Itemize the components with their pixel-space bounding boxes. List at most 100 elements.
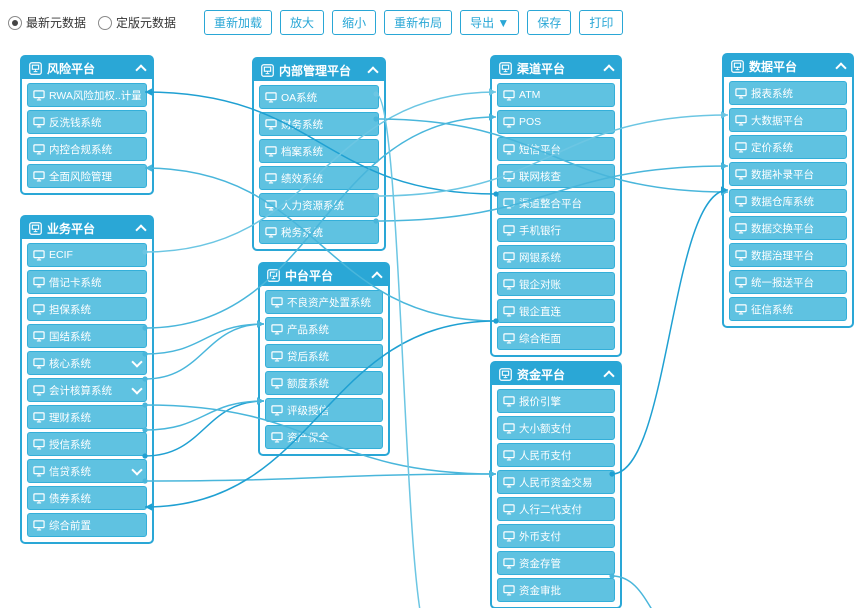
platform-panel: 风险平台 RWA风险加权..计量系统反洗钱系统内控合规系统全面风险管理 <box>20 55 154 195</box>
system-node[interactable]: 授信系统 <box>27 432 147 456</box>
system-node[interactable]: 联网核查 <box>497 164 615 188</box>
panel-header[interactable]: 风险平台 <box>22 57 152 79</box>
system-label: 内控合规系统 <box>49 143 112 156</box>
toolbar-button[interactable]: 重新加载 <box>204 10 273 35</box>
system-node[interactable]: 大小额支付 <box>497 416 615 440</box>
monitor-icon <box>503 332 515 344</box>
system-node[interactable]: 数据交换平台 <box>729 216 847 240</box>
toolbar-button[interactable]: 打印 <box>579 10 624 35</box>
panel-header[interactable]: 渠道平台 <box>492 57 620 79</box>
system-node[interactable]: 财务系统 <box>259 112 379 136</box>
system-node[interactable]: 大数据平台 <box>729 108 847 132</box>
system-node[interactable]: 不良资产处置系统 <box>265 290 383 314</box>
monitor-icon <box>503 170 515 182</box>
system-node[interactable]: 人力资源系统 <box>259 193 379 217</box>
radio-label: 最新元数据 <box>26 16 87 30</box>
chevron-up-icon[interactable] <box>835 61 847 74</box>
system-list: OA系统财务系统档案系统绩效系统人力资源系统税务系统 <box>254 81 384 249</box>
system-node[interactable]: 信贷系统 <box>27 459 147 483</box>
chevron-up-icon[interactable] <box>135 63 147 76</box>
toolbar-button[interactable]: 保存 <box>527 10 572 35</box>
toolbar-button[interactable]: 重新布局 <box>384 10 453 35</box>
radio-option[interactable]: 最新元数据 <box>8 14 86 31</box>
toolbar-button[interactable]: 缩小 <box>332 10 377 35</box>
system-node[interactable]: 征信系统 <box>729 297 847 321</box>
connection-line <box>611 575 652 608</box>
system-label: 人行二代支付 <box>519 503 582 516</box>
system-node[interactable]: 会计核算系统 <box>27 378 147 402</box>
system-node[interactable]: 评级授信 <box>265 398 383 422</box>
chevron-up-icon[interactable] <box>603 63 615 76</box>
system-node[interactable]: 综合柜面 <box>497 326 615 350</box>
toolbar-button[interactable]: 导出 ▼ <box>460 10 520 35</box>
monitor-icon <box>503 395 515 407</box>
system-node[interactable]: 银企对账 <box>497 272 615 296</box>
chevron-up-icon[interactable] <box>135 223 147 236</box>
system-node[interactable]: 渠道整合平台 <box>497 191 615 215</box>
system-node[interactable]: 人行二代支付 <box>497 497 615 521</box>
system-node[interactable]: 综合前置 <box>27 513 147 537</box>
system-node[interactable]: 全面风险管理 <box>27 164 147 188</box>
panel-header[interactable]: 内部管理平台 <box>254 59 384 81</box>
toolbar-button[interactable]: 放大 <box>280 10 325 35</box>
system-node[interactable]: 资金存管 <box>497 551 615 575</box>
system-node[interactable]: 反洗钱系统 <box>27 110 147 134</box>
system-node[interactable]: 理财系统 <box>27 405 147 429</box>
system-node[interactable]: 人民币支付 <box>497 443 615 467</box>
system-node[interactable]: 短信平台 <box>497 137 615 161</box>
system-node[interactable]: 档案系统 <box>259 139 379 163</box>
chevron-up-icon[interactable] <box>371 270 383 283</box>
system-node[interactable]: 报价引擎 <box>497 389 615 413</box>
chevron-up-icon[interactable] <box>603 369 615 382</box>
system-node[interactable]: 数据治理平台 <box>729 243 847 267</box>
system-node[interactable]: 外币支付 <box>497 524 615 548</box>
system-node[interactable]: 税务系统 <box>259 220 379 244</box>
system-label: 理财系统 <box>49 411 91 424</box>
monitor-icon <box>735 114 747 126</box>
system-node[interactable]: 数据仓库系统 <box>729 189 847 213</box>
system-label: 渠道整合平台 <box>519 197 582 210</box>
system-node[interactable]: ATM <box>497 83 615 107</box>
panel-header[interactable]: 中台平台 <box>260 264 388 286</box>
monitor-icon <box>503 278 515 290</box>
system-node[interactable]: 额度系统 <box>265 371 383 395</box>
system-node[interactable]: 内控合规系统 <box>27 137 147 161</box>
panel-header[interactable]: 数据平台 <box>724 55 852 77</box>
system-list: 不良资产处置系统产品系统贷后系统额度系统评级授信资产保全 <box>260 286 388 454</box>
system-label: 税务系统 <box>281 226 323 239</box>
system-label: 评级授信 <box>287 404 329 417</box>
chevron-down-icon[interactable] <box>131 383 143 395</box>
system-node[interactable]: 报表系统 <box>729 81 847 105</box>
system-node[interactable]: 贷后系统 <box>265 344 383 368</box>
system-node[interactable]: 数据补录平台 <box>729 162 847 186</box>
chevron-down-icon[interactable] <box>131 464 143 476</box>
system-node[interactable]: 人民币资金交易 <box>497 470 615 494</box>
system-node[interactable]: 资金审批 <box>497 578 615 602</box>
radio-selected-icon[interactable] <box>8 15 22 30</box>
radio-option[interactable]: 定版元数据 <box>98 14 176 31</box>
system-node[interactable]: 产品系统 <box>265 317 383 341</box>
system-node[interactable]: 绩效系统 <box>259 166 379 190</box>
system-node[interactable]: 手机银行 <box>497 218 615 242</box>
system-node[interactable]: OA系统 <box>259 85 379 109</box>
system-node[interactable]: 资产保全 <box>265 425 383 449</box>
chevron-down-icon[interactable] <box>131 356 143 368</box>
system-node[interactable]: RWA风险加权..计量系统 <box>27 83 147 107</box>
system-node[interactable]: 核心系统 <box>27 351 147 375</box>
system-node[interactable]: 网银系统 <box>497 245 615 269</box>
panel-header[interactable]: 资金平台 <box>492 363 620 385</box>
system-node[interactable]: 定价系统 <box>729 135 847 159</box>
system-node[interactable]: 担保系统 <box>27 297 147 321</box>
system-node[interactable]: ECIF <box>27 243 147 267</box>
system-node[interactable]: POS <box>497 110 615 134</box>
monitor-icon <box>33 465 45 477</box>
system-node[interactable]: 借记卡系统 <box>27 270 147 294</box>
system-node[interactable]: 国结系统 <box>27 324 147 348</box>
chevron-up-icon[interactable] <box>367 65 379 78</box>
system-node[interactable]: 债券系统 <box>27 486 147 510</box>
system-node[interactable]: 统一报送平台 <box>729 270 847 294</box>
panel-header[interactable]: 业务平台 <box>22 217 152 239</box>
system-label: 不良资产处置系统 <box>287 296 371 309</box>
system-node[interactable]: 银企直连 <box>497 299 615 323</box>
radio-unselected-icon[interactable] <box>98 15 113 30</box>
